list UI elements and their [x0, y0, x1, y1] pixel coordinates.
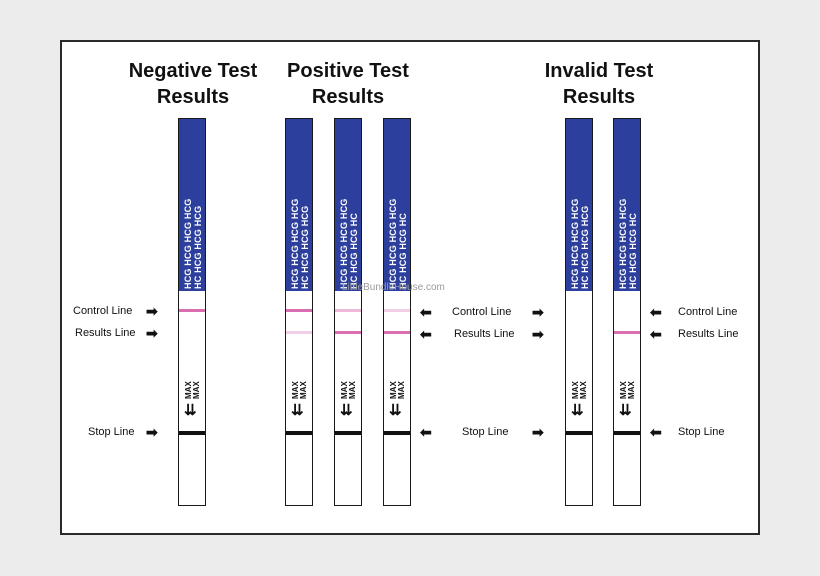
stop-line-mark — [566, 431, 592, 435]
control-line-mark — [286, 309, 312, 312]
arrow-right-icon: ➡ — [146, 424, 158, 440]
stop-line-mark — [335, 431, 361, 435]
results-line-mark — [286, 331, 312, 334]
label-stop-line-invalid: Stop Line — [678, 426, 725, 438]
arrow-right-icon: ➡ — [146, 303, 158, 319]
results-line-mark — [384, 331, 410, 334]
arrow-left-icon: ⬅ — [420, 326, 432, 342]
down-arrows-icon: ⇊ — [340, 402, 352, 419]
arrow-left-icon: ⬅ — [650, 304, 662, 320]
stop-line-mark — [384, 431, 410, 435]
arrow-right-icon: ➡ — [532, 424, 544, 440]
control-line-mark — [384, 309, 410, 312]
label-stop-line-negative: Stop Line — [88, 426, 135, 438]
label-results-line-negative: Results Line — [75, 327, 136, 339]
stop-line-mark — [286, 431, 312, 435]
down-arrows-icon: ⇊ — [291, 402, 303, 419]
control-line-mark — [335, 309, 361, 312]
watermark-text: LittleBundleHouse.com — [342, 282, 445, 293]
arrow-left-icon: ⬅ — [650, 326, 662, 342]
label-results-line-positive: Results Line — [454, 328, 515, 340]
control-line-mark — [179, 309, 205, 312]
stop-line-mark — [179, 431, 205, 435]
label-control-line-positive: Control Line — [452, 306, 512, 318]
results-line-mark — [335, 331, 361, 334]
arrow-left-icon: ⬅ — [650, 424, 662, 440]
down-arrows-icon: ⇊ — [184, 402, 196, 419]
down-arrows-icon: ⇊ — [619, 402, 631, 419]
arrow-left-icon: ⬅ — [420, 424, 432, 440]
label-control-line-invalid: Control Line — [678, 306, 738, 318]
results-line-mark — [614, 331, 640, 334]
label-stop-line-positive: Stop Line — [462, 426, 509, 438]
arrow-right-icon: ➡ — [532, 326, 544, 342]
arrow-right-icon: ➡ — [532, 304, 544, 320]
down-arrows-icon: ⇊ — [389, 402, 401, 419]
arrow-right-icon: ➡ — [146, 325, 158, 341]
label-results-line-invalid: Results Line — [678, 328, 739, 340]
label-control-line-negative: Control Line — [73, 305, 133, 317]
stop-line-mark — [614, 431, 640, 435]
arrow-left-icon: ⬅ — [420, 304, 432, 320]
down-arrows-icon: ⇊ — [571, 402, 583, 419]
